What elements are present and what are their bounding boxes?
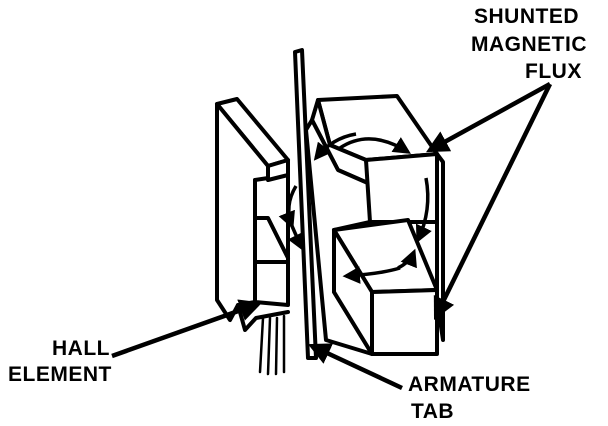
leader-shunted-flux-upper xyxy=(426,82,552,153)
label-hall-line2: ELEMENT xyxy=(8,363,112,386)
leader-shunted-flux-lower xyxy=(433,83,553,321)
flux-arrow-top xyxy=(339,137,411,154)
left-magnet-assembly xyxy=(215,97,290,332)
label-shunted-line1: SHUNTED xyxy=(474,5,580,28)
label-armature-line1: ARMATURE xyxy=(408,373,531,396)
label-armature-line2: TAB xyxy=(411,400,455,423)
flux-arrow-bottom-left xyxy=(342,266,401,284)
flux-arrow-bottom-right xyxy=(397,248,417,270)
label-shunted-line2: MAGNETIC xyxy=(471,33,587,56)
flux-arrow-gap-down xyxy=(287,225,304,252)
leader-armature-tab xyxy=(307,343,403,391)
flux-arrow-gap-up xyxy=(278,185,298,230)
flux-arrows xyxy=(278,132,432,284)
leader-hall-element xyxy=(111,299,263,359)
flux-arrow-right xyxy=(415,177,432,244)
leader-arrows xyxy=(111,82,553,391)
label-shunted-line3: FLUX xyxy=(525,60,582,83)
label-hall-line1: HALL xyxy=(52,337,110,360)
hall-element-leads xyxy=(258,314,286,376)
flux-arrow-top-left xyxy=(313,132,357,161)
